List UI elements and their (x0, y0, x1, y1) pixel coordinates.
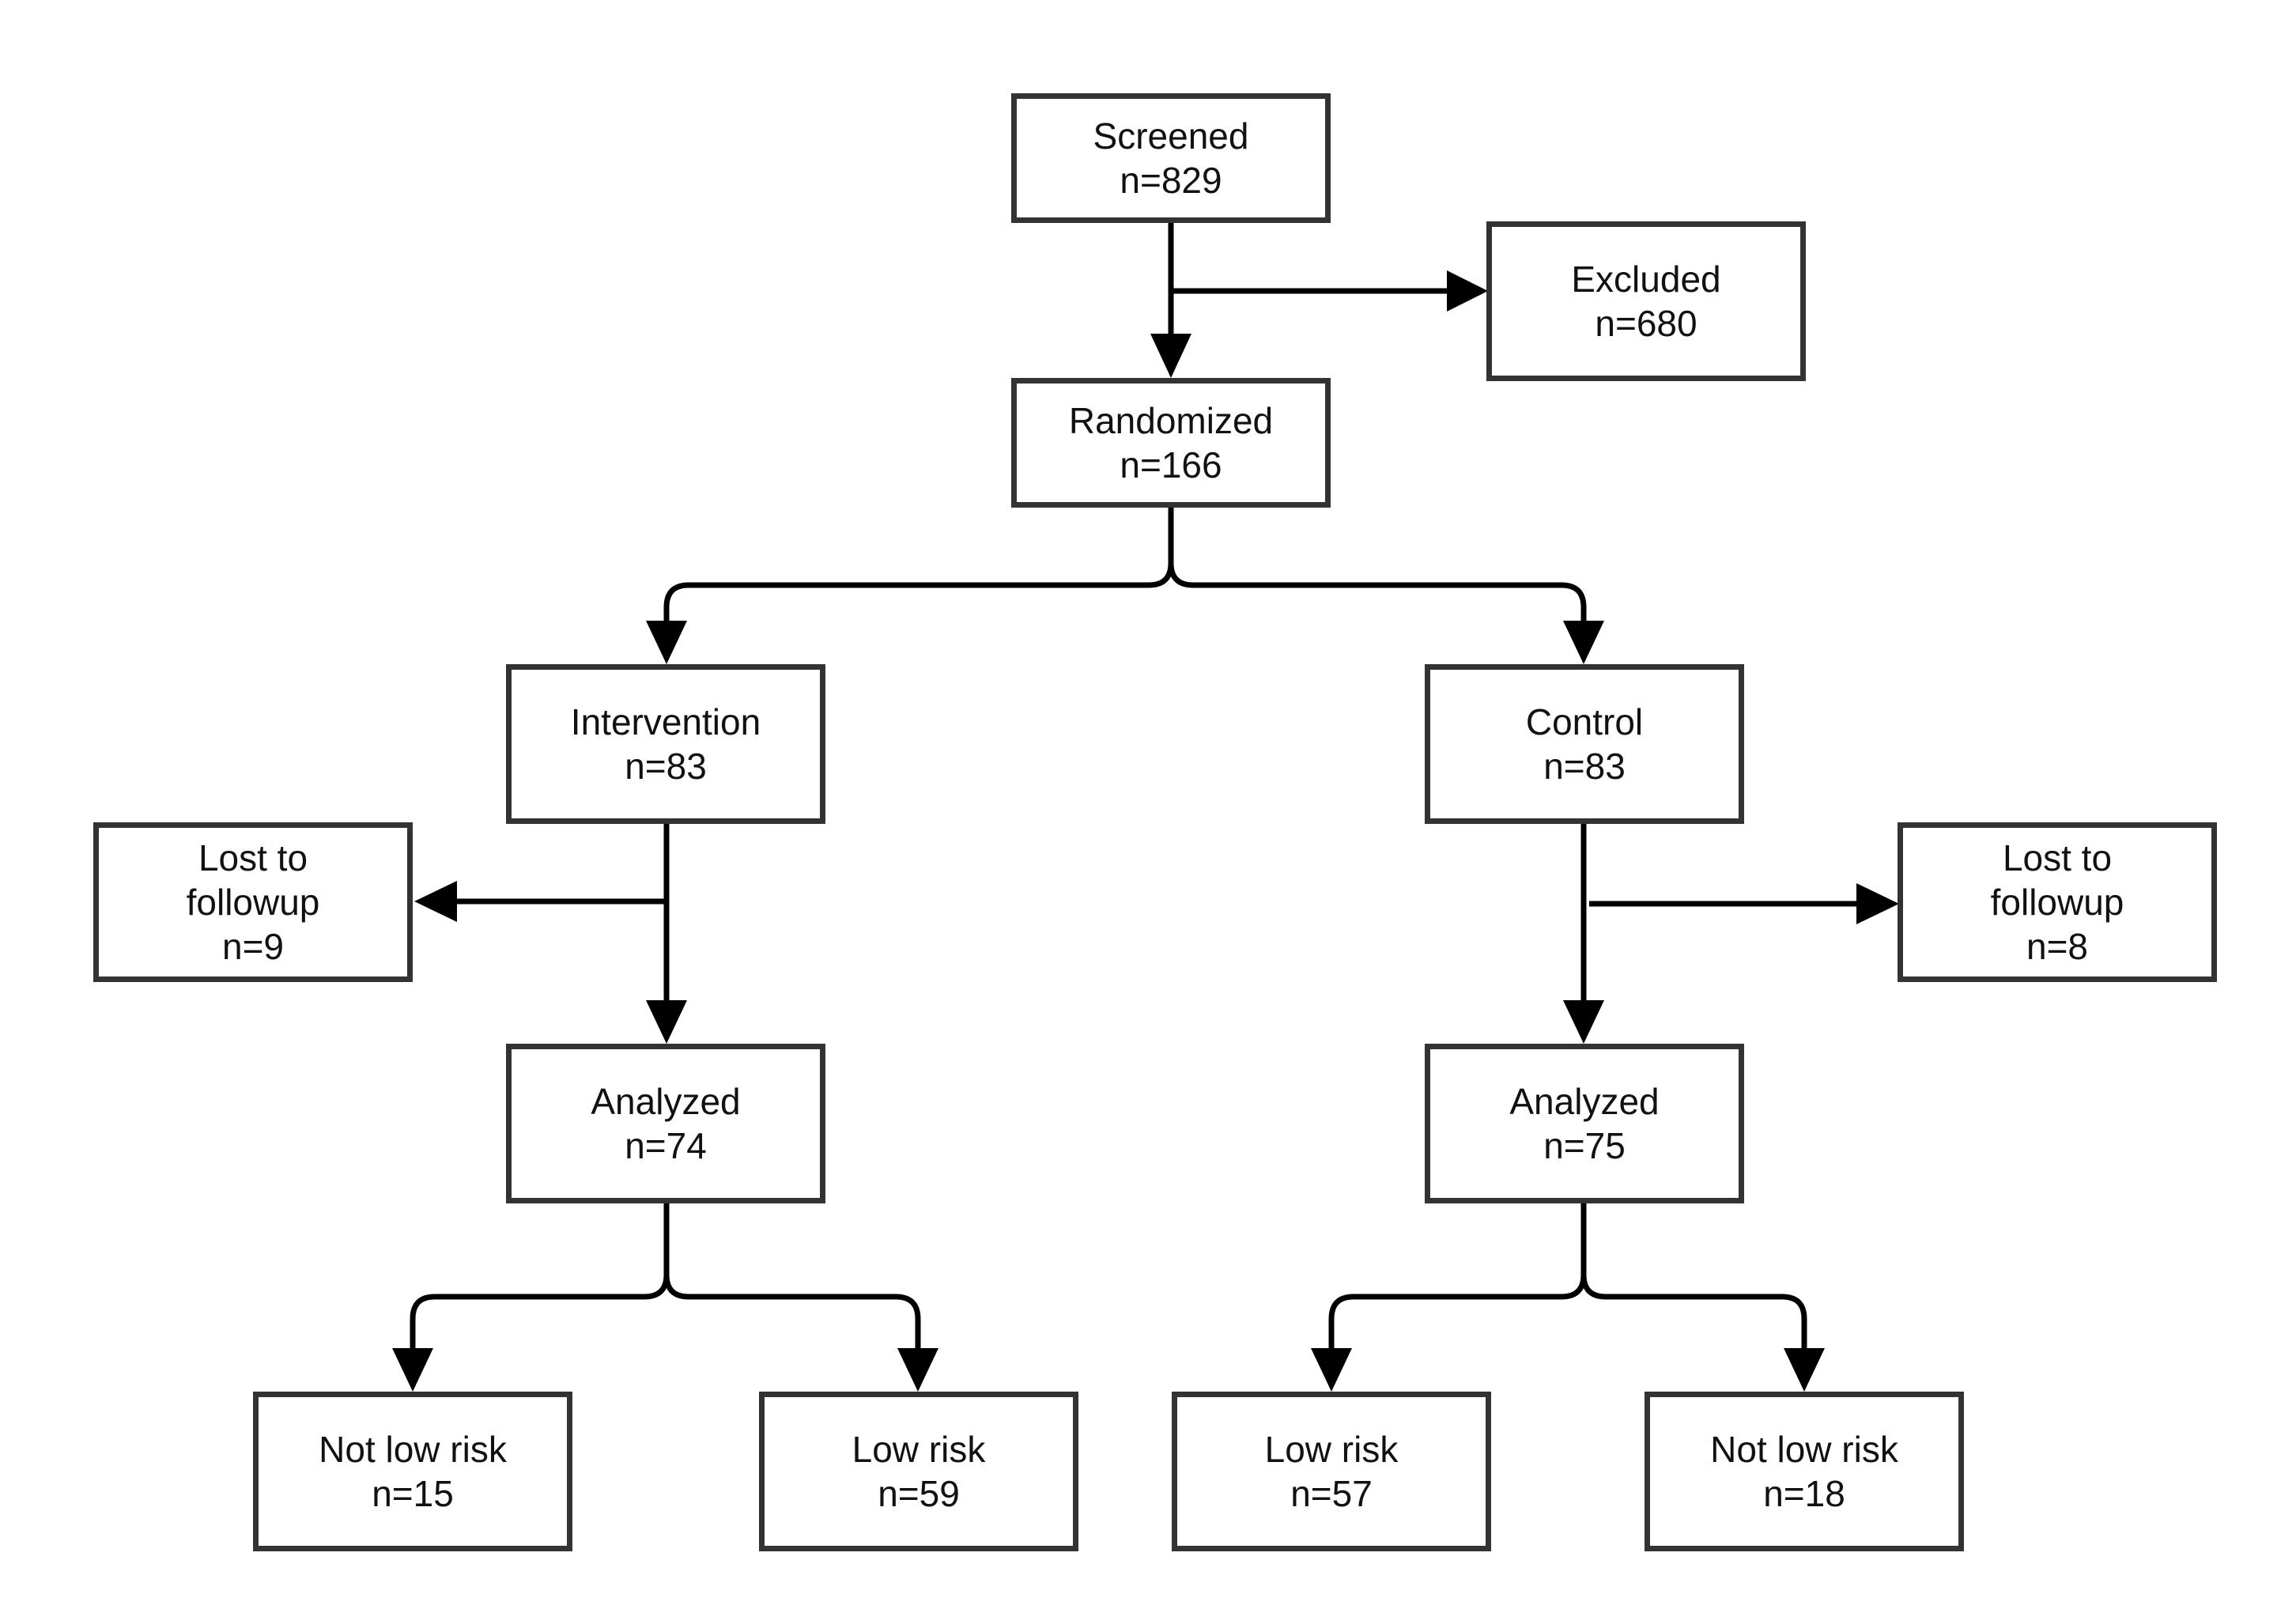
lost-intervention-count: n=9 (221, 926, 285, 967)
analyzed-intervention-count: n=74 (625, 1125, 707, 1166)
ctrl-low-risk-label: Low risk (1264, 1429, 1399, 1470)
intervention-label: Intervention (570, 701, 761, 742)
arrowhead-analyzed-control (1563, 1000, 1604, 1044)
arrowhead-ctrl-low (1311, 1348, 1352, 1392)
excluded-label: Excluded (1571, 259, 1721, 300)
arrowhead-ctrl-notlow (1784, 1348, 1825, 1392)
screened-label: Screened (1093, 115, 1249, 157)
edge-analyzed-int-low (663, 1274, 921, 1348)
lost-control-box: Lost to followup n=8 (1898, 822, 2217, 982)
ctrl-low-risk-count: n=57 (1290, 1473, 1373, 1514)
analyzed-control-count: n=75 (1543, 1125, 1626, 1166)
int-low-risk-count: n=59 (878, 1473, 960, 1514)
intervention-count: n=83 (625, 746, 707, 787)
analyzed-control-label: Analyzed (1509, 1081, 1660, 1122)
arrowhead-randomized (1150, 334, 1191, 378)
randomized-label: Randomized (1068, 400, 1274, 441)
lost-control-label-1: Lost to (2002, 837, 2113, 878)
arrowhead-int-low (897, 1348, 938, 1392)
randomized-box: Randomized n=166 (1011, 378, 1331, 508)
arrowhead-analyzed-intervention (646, 1000, 687, 1044)
int-low-risk-label: Low risk (852, 1429, 986, 1470)
arrowhead-control (1563, 621, 1604, 664)
control-box: Control n=83 (1425, 664, 1744, 824)
arrowhead-excluded (1447, 270, 1488, 312)
randomized-count: n=166 (1120, 444, 1222, 485)
int-not-low-risk-label: Not low risk (319, 1429, 507, 1470)
lost-intervention-label-2: followup (186, 882, 320, 923)
ctrl-not-low-risk-label: Not low risk (1710, 1429, 1898, 1470)
screened-box: Screened n=829 (1011, 93, 1331, 223)
edge-analyzed-int-notlow (410, 1202, 670, 1348)
analyzed-intervention-box: Analyzed n=74 (506, 1044, 825, 1203)
ctrl-low-risk-box: Low risk n=57 (1172, 1392, 1491, 1551)
edge-randomized-control (1168, 562, 1587, 621)
lost-intervention-box: Lost to followup n=9 (93, 822, 413, 982)
ctrl-not-low-risk-count: n=18 (1763, 1473, 1845, 1514)
edge-analyzed-ctrl-low (1328, 1202, 1587, 1348)
int-low-risk-box: Low risk n=59 (759, 1392, 1078, 1551)
lost-control-count: n=8 (2026, 926, 2089, 967)
int-not-low-risk-count: n=15 (372, 1473, 454, 1514)
excluded-count: n=680 (1595, 303, 1697, 344)
screened-count: n=829 (1120, 160, 1222, 201)
edge-analyzed-ctrl-notlow (1580, 1274, 1807, 1348)
analyzed-control-box: Analyzed n=75 (1425, 1044, 1744, 1203)
analyzed-intervention-label: Analyzed (591, 1081, 741, 1122)
arrowhead-intervention (646, 621, 687, 664)
arrowhead-int-notlow (392, 1348, 433, 1392)
int-not-low-risk-box: Not low risk n=15 (253, 1392, 572, 1551)
control-count: n=83 (1543, 746, 1626, 787)
lost-control-label-2: followup (1990, 882, 2124, 923)
arrowhead-lost-control (1856, 883, 1899, 924)
excluded-box: Excluded n=680 (1486, 221, 1806, 381)
lost-intervention-label-1: Lost to (198, 837, 308, 878)
control-label: Control (1525, 701, 1644, 742)
intervention-box: Intervention n=83 (506, 664, 825, 824)
ctrl-not-low-risk-box: Not low risk n=18 (1645, 1392, 1964, 1551)
arrowhead-lost-intervention (414, 881, 457, 922)
edge-randomized-intervention (663, 508, 1174, 621)
